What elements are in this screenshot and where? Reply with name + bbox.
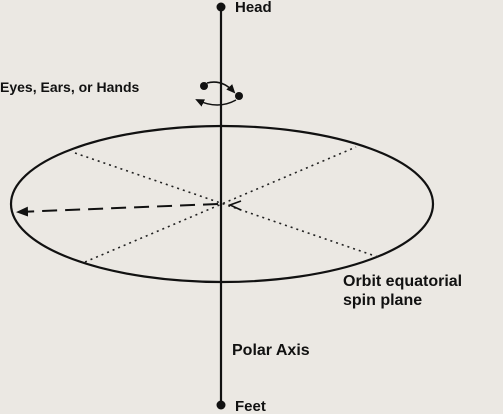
head-dot [216,2,226,12]
sense-dot-left [200,82,208,90]
dotted-line-sw-ne [84,146,357,263]
orbit-plane-label: Orbit equatorial spin plane [343,272,462,310]
center-chevron [227,200,242,211]
eyes-ears-hands-label: Eyes, Ears, or Hands [0,79,140,95]
orbit-label-line2: spin plane [343,292,423,309]
orbit-ellipse [9,124,435,284]
polar-axis-label: Polar Axis [232,342,310,359]
orbit-label-line1: Orbit equatorial [343,273,463,290]
sense-dot-right [235,92,243,100]
sense-curl-bottom [195,99,237,107]
sense-curl-top [206,81,236,94]
head-label: Head [235,0,272,16]
dotted-line-nw-se [74,152,379,258]
feet-dot [216,400,226,410]
direction-arrow [16,203,219,217]
feet-label: Feet [235,398,266,414]
